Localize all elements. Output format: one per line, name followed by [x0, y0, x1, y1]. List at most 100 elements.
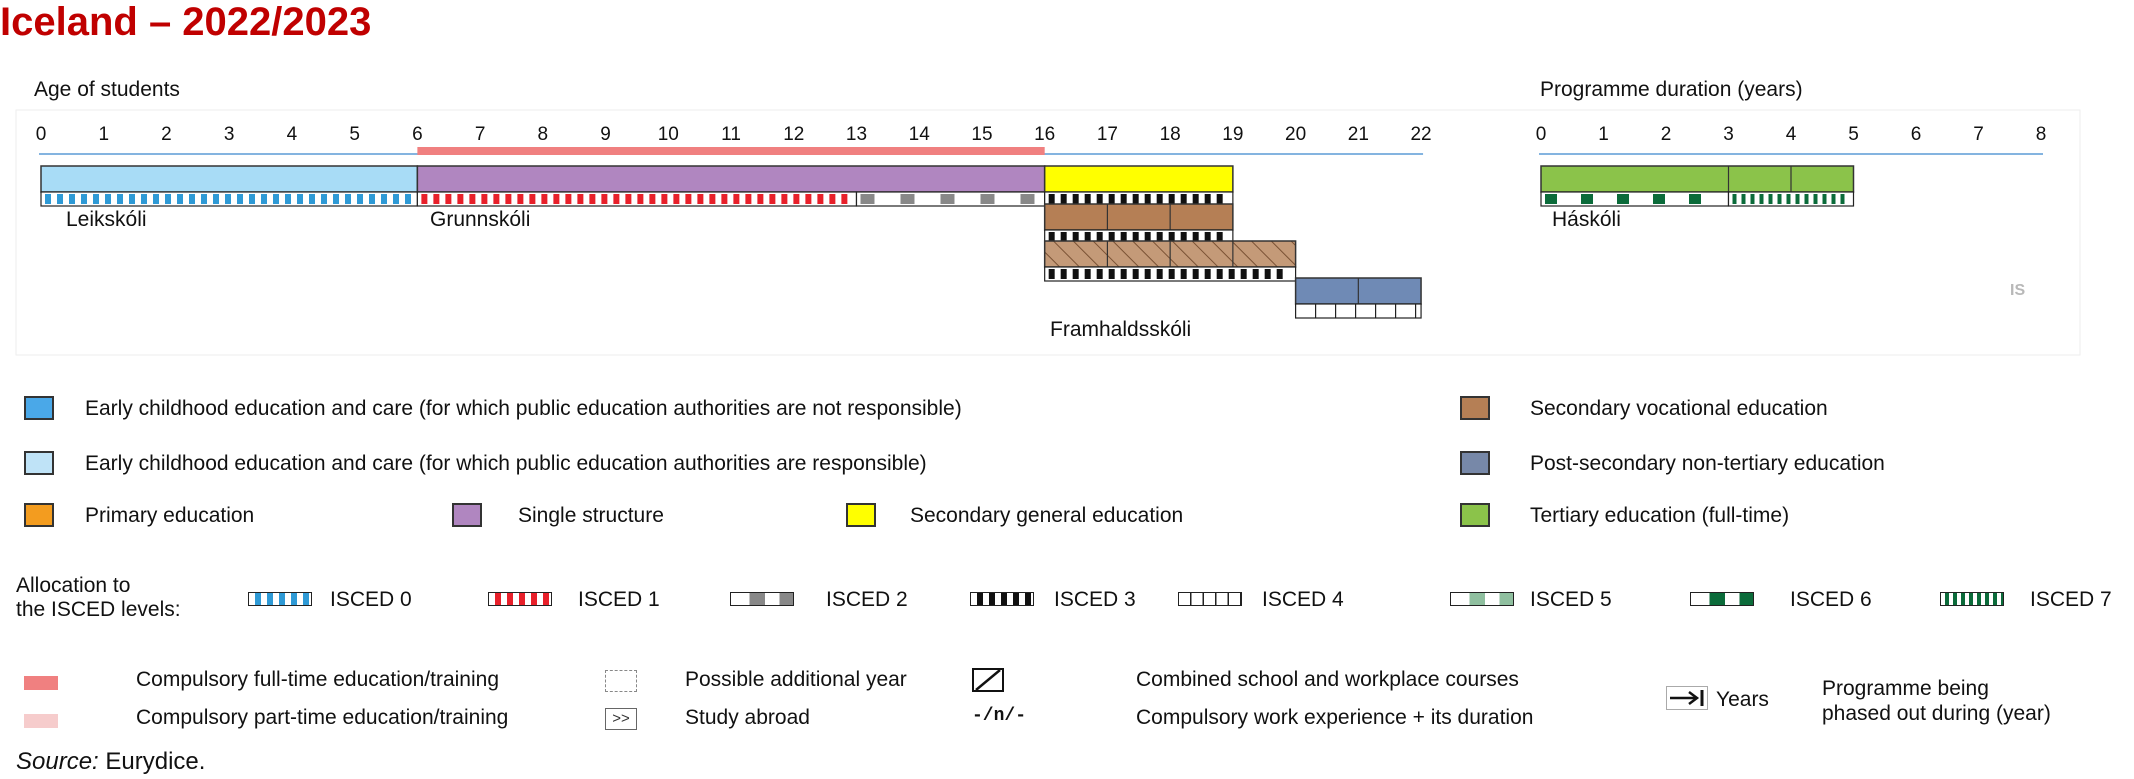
age-framhaldssk-li-combined-isced-strip-mark: [1120, 269, 1127, 279]
age-leiksk-li-isced-strip: [40, 191, 418, 207]
duration-h-sk-li-isced-strip-1-mark: [1777, 194, 1782, 204]
age-framhaldssk-li-combined-isced-strip-mark: [1048, 269, 1055, 279]
age-tick-15: 15: [971, 124, 992, 145]
chart-frame: [15, 109, 2081, 356]
age-framhaldssk-li-combined-isced-strip-mark: [1060, 269, 1067, 279]
duration-h-sk-li-isced-strip-1-mark: [1831, 194, 1836, 204]
duration-h-sk-li-isced-strip-0-mark: [1689, 194, 1701, 204]
study-abroad-icon: >>: [605, 708, 637, 730]
isced6-swatch: [1690, 592, 1754, 606]
work-experience-icon: -/n/-: [972, 706, 1027, 726]
age-framhaldssk-li-combined-isced-strip-mark: [1252, 269, 1259, 279]
age-framhaldssk-li-vocational-isced-strip-mark: [1204, 232, 1211, 242]
age-leiksk-li-isced-strip-mark: [129, 194, 135, 204]
isced1-label: ISCED 1: [578, 588, 660, 611]
compulsory-education-bar: [417, 147, 1045, 155]
age-grunnsk-li-isced-strip-0-mark: [793, 194, 800, 204]
age-grunnsk-li-isced-strip-0-mark: [565, 194, 572, 204]
school-label-haskoli: Háskóli: [1552, 208, 1621, 231]
legend-single-structure: Single structure: [518, 504, 664, 527]
age-grunnsk-li-isced-strip-0-mark: [733, 194, 740, 204]
age-framhaldssk-li-general-isced-strip-mark: [1156, 194, 1163, 204]
age-framhaldssk-li-combined-isced-strip-mark: [1072, 269, 1079, 279]
legend-swatch-secondary-vocational: [1460, 396, 1490, 420]
age-framhaldssk-li-general-isced-strip-mark: [1120, 194, 1127, 204]
age-grunnsk-li-isced-strip-0-mark: [517, 194, 524, 204]
isced3-swatch: [970, 592, 1034, 606]
age-grunnsk-li-isced-strip-0-mark: [553, 194, 560, 204]
age-leiksk-li-isced-strip-mark: [297, 194, 303, 204]
age-leiksk-li-isced-strip-mark: [357, 194, 363, 204]
age-grunnsk-li-isced-strip-0-mark: [769, 194, 776, 204]
isced7-label: ISCED 7: [2030, 588, 2112, 611]
age-tick-9: 9: [600, 124, 611, 145]
age-grunnsk-li-isced-strip-1: [855, 191, 1046, 207]
isced0-swatch: [248, 592, 312, 606]
age-grunnsk-li-isced-strip-0-mark: [601, 194, 608, 204]
age-framhaldssk-li-general-isced-strip-mark: [1216, 194, 1223, 204]
age-grunnsk-li-isced-strip-0-mark: [721, 194, 728, 204]
age-grunnsk-li-isced-strip-0-mark: [577, 194, 584, 204]
duration-h-sk-li-isced-strip-0-mark: [1545, 194, 1557, 204]
age-leiksk-li-isced-strip-mark: [201, 194, 207, 204]
legend-swatch-primary: [24, 503, 54, 527]
footer-compulsory-part: Compulsory part-time education/training: [136, 706, 509, 729]
page-title: Iceland – 2022/2023: [0, 0, 372, 44]
duration-tick-8: 8: [2036, 124, 2047, 145]
age-leiksk-li-isced-strip-mark: [321, 194, 327, 204]
age-framhaldssk-li-vocational-isced-strip-mark: [1084, 232, 1091, 242]
legend-swatch-ecec-responsible: [24, 451, 54, 475]
age-tick-22: 22: [1410, 124, 1431, 145]
age-grunnsk-li-isced-strip-0-mark: [493, 194, 500, 204]
age-framhaldssk-li-combined-isced-strip-mark: [1108, 269, 1115, 279]
duration-h-sk-li-isced-strip-1-mark: [1759, 194, 1764, 204]
duration-h-sk-li-isced-strip-1-mark: [1813, 194, 1818, 204]
age-tick-7: 7: [475, 124, 486, 145]
duration-tick-3: 3: [1723, 124, 1734, 145]
source-text: Eurydice.: [98, 748, 206, 775]
age-leiksk-li-isced-strip-mark: [381, 194, 387, 204]
age-tick-4: 4: [287, 124, 298, 145]
age-framhaldssk-li-general-isced-strip-mark: [1204, 194, 1211, 204]
isced6-label: ISCED 6: [1790, 588, 1872, 611]
age-framhaldssk-li-vocational-isced-strip-mark: [1144, 232, 1151, 242]
country-code: IS: [2010, 282, 2026, 299]
age-grunnsk-li-isced-strip-0-mark: [541, 194, 548, 204]
age-framhaldssk-li-general-isced-strip-mark: [1048, 194, 1055, 204]
duration-h-sk-li-isced-strip-1-mark: [1741, 194, 1746, 204]
combined-hatch-icon: [972, 668, 1004, 692]
age-grunnsk-li-isced-strip-0-mark: [781, 194, 788, 204]
age-tick-5: 5: [349, 124, 360, 145]
compulsory-part-swatch: [24, 714, 58, 728]
legend-ecec-responsible: Early childhood education and care (for …: [85, 452, 927, 475]
additional-year-icon: [605, 670, 637, 692]
duration-h-sk-li-isced-strip-1-mark: [1822, 194, 1827, 204]
age-tick-19: 19: [1222, 124, 1243, 145]
age-tick-16: 16: [1034, 124, 1055, 145]
age-framhaldssk-li-general-isced-strip-mark: [1072, 194, 1079, 204]
source-label: Source:: [16, 748, 99, 775]
age-tick-13: 13: [846, 124, 867, 145]
age-framhaldssk-li-vocational-isced-strip-mark: [1216, 232, 1223, 242]
age-framhaldssk-li-combined-isced-strip-mark: [1228, 269, 1235, 279]
age-leiksk-li-isced-strip-mark: [69, 194, 75, 204]
age-tick-10: 10: [658, 124, 679, 145]
age-grunnsk-li-isced-strip-0-mark: [445, 194, 452, 204]
age-leiksk-li-isced-strip-mark: [93, 194, 99, 204]
isced7-swatch: [1940, 592, 2004, 606]
compulsory-full-swatch: [24, 676, 58, 690]
legend-swatch-tertiary: [1460, 503, 1490, 527]
duration-h-sk-li-isced-strip-1-mark: [1804, 194, 1809, 204]
age-framhaldssk-li-vocational-isced-strip-mark: [1120, 232, 1127, 242]
age-grunnsk-li-isced-strip-0-mark: [433, 194, 440, 204]
age-framhaldssk-li-combined-isced-strip-mark: [1156, 269, 1163, 279]
age-grunnsk-li-isced-strip-0-mark: [817, 194, 824, 204]
footer-study-abroad: Study abroad: [685, 706, 810, 729]
age-framhaldssk-li-vocational-isced-strip-mark: [1072, 232, 1079, 242]
duration-h-sk-li-isced-strip-1-mark: [1750, 194, 1755, 204]
age-post-secondary-isced-strip: [1294, 303, 1422, 319]
age-framhaldssk-li-vocational-isced-strip-mark: [1132, 232, 1139, 242]
isced5-swatch: [1450, 592, 1514, 606]
age-tick-21: 21: [1348, 124, 1369, 145]
duration-h-sk-li-isced-strip-1-mark: [1768, 194, 1773, 204]
